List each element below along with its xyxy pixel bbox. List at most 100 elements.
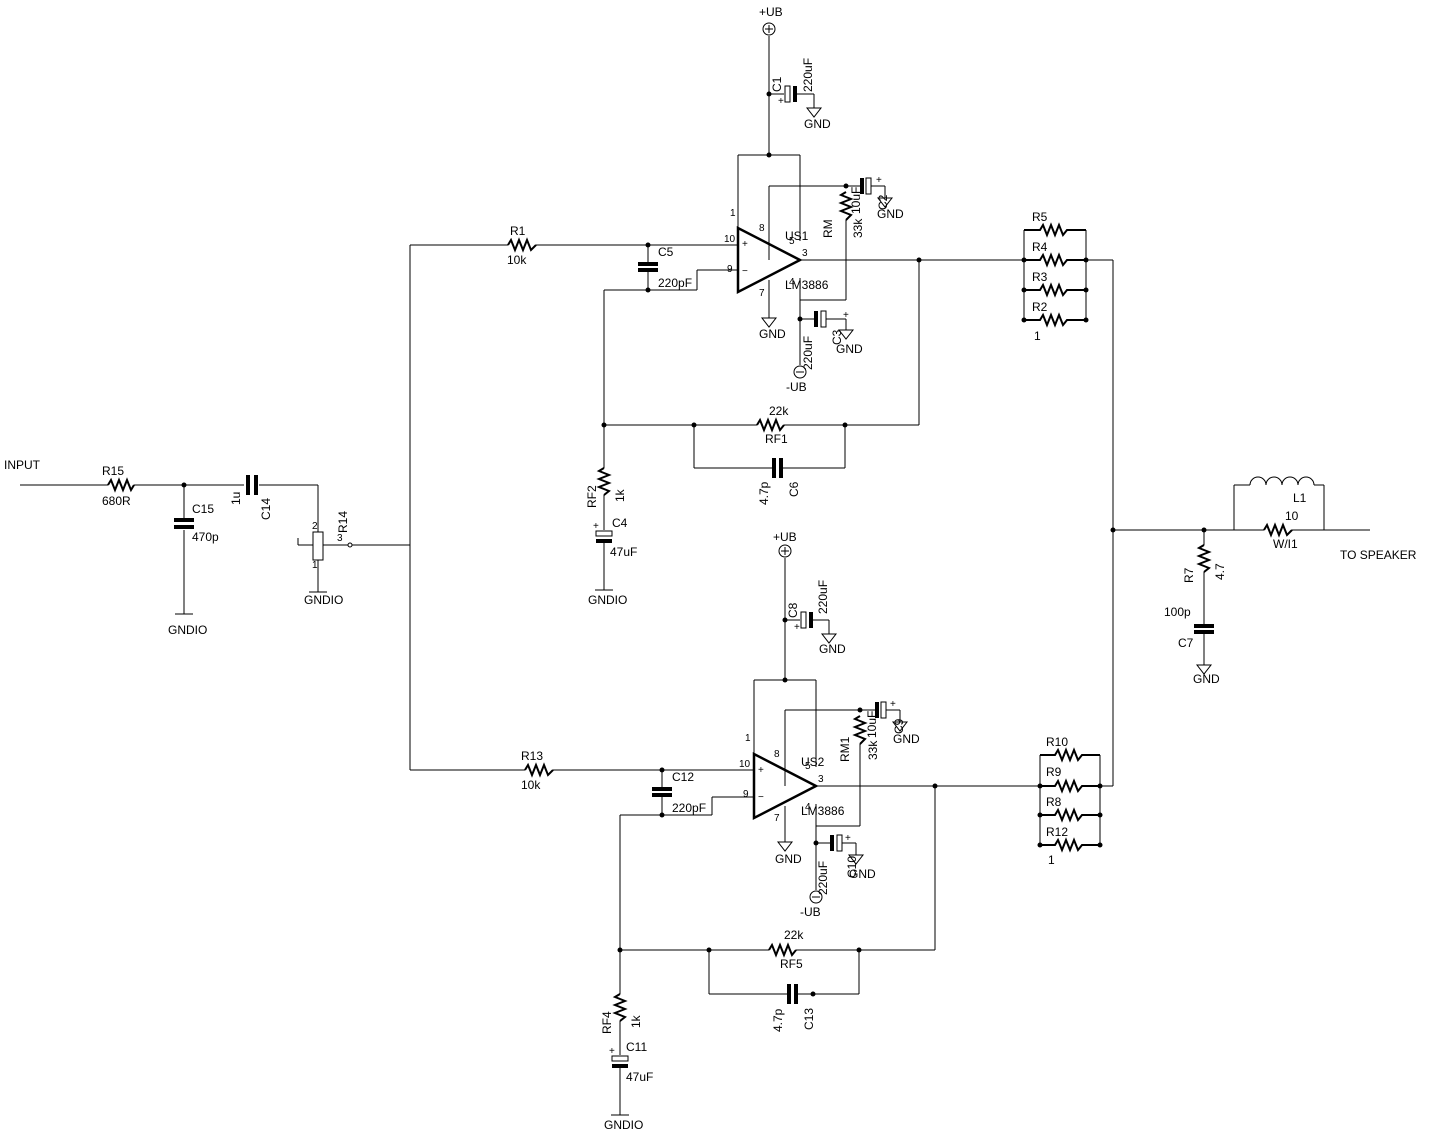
svg-text:GND: GND xyxy=(804,117,831,131)
label-supply-pos: +UB xyxy=(759,5,783,19)
svg-text:5: 5 xyxy=(805,761,811,772)
svg-text:1: 1 xyxy=(730,208,736,219)
resistor-r9 xyxy=(1040,778,1100,794)
resistor-r7 xyxy=(1196,544,1212,573)
input-bus xyxy=(409,244,525,771)
svg-text:33k: 33k xyxy=(851,218,865,238)
svg-text:1: 1 xyxy=(745,733,751,744)
ground-icon xyxy=(1195,664,1213,675)
svg-text:GND: GND xyxy=(819,642,846,656)
svg-text:C1: C1 xyxy=(770,76,784,92)
svg-text:C5: C5 xyxy=(658,245,674,259)
svg-text:10: 10 xyxy=(724,234,736,245)
resistor-rm xyxy=(838,191,854,221)
svg-text:10uF: 10uF xyxy=(849,187,863,214)
resistor-r2 xyxy=(1024,312,1086,328)
svg-text:C9: C9 xyxy=(892,718,906,734)
ground-icon xyxy=(820,633,838,644)
svg-text:+: + xyxy=(742,239,748,250)
supply-neg-icon xyxy=(809,890,823,904)
svg-text:GNDIO: GNDIO xyxy=(588,593,627,607)
svg-text:RF2: RF2 xyxy=(585,485,599,508)
svg-text:C10: C10 xyxy=(845,856,859,878)
svg-text:R9: R9 xyxy=(1046,765,1062,779)
svg-text:C6: C6 xyxy=(787,481,801,497)
svg-text:US1: US1 xyxy=(785,229,809,243)
svg-text:GND: GND xyxy=(1193,672,1220,686)
label-supply-neg: -UB xyxy=(786,380,807,394)
svg-text:3: 3 xyxy=(337,533,343,544)
resistor-r3 xyxy=(1024,282,1086,298)
resistor-r12 xyxy=(1040,837,1100,853)
label-input: INPUT xyxy=(4,458,41,472)
svg-text:R2: R2 xyxy=(1032,300,1048,314)
supply-neg-icon xyxy=(793,365,807,379)
labels: INPUT TO SPEAKER R15 680R C15 470p GNDIO… xyxy=(4,5,1417,1132)
capacitor-c1 xyxy=(784,85,791,103)
svg-text:9: 9 xyxy=(727,264,733,275)
label-c14-ref: C14 xyxy=(259,498,273,520)
ground-icon xyxy=(891,721,909,732)
svg-text:R12: R12 xyxy=(1046,825,1068,839)
svg-text:1k: 1k xyxy=(629,1014,643,1028)
resistor-r1 xyxy=(507,237,537,253)
svg-text:W/I1: W/I1 xyxy=(1273,537,1298,551)
ground-icon xyxy=(876,197,894,208)
svg-text:10k: 10k xyxy=(521,778,541,792)
resistor-r-l1 xyxy=(1263,522,1293,538)
svg-text:1: 1 xyxy=(1034,329,1041,343)
output-network xyxy=(1110,260,1370,786)
resistor-r10 xyxy=(1040,747,1100,763)
resistor-rf1 xyxy=(756,417,785,433)
svg-text:US2: US2 xyxy=(801,755,825,769)
svg-text:LM3886: LM3886 xyxy=(801,804,845,818)
resistor-r4 xyxy=(1024,252,1086,268)
ground-icon xyxy=(760,317,778,328)
svg-text:+: + xyxy=(843,310,849,321)
label-gndio: GNDIO xyxy=(304,593,343,607)
svg-text:GND: GND xyxy=(893,732,920,746)
ground-icon xyxy=(847,854,865,865)
supply-pos-icon xyxy=(762,22,776,36)
svg-text:220uF: 220uF xyxy=(801,336,815,370)
resistor-r13 xyxy=(524,762,554,778)
label-to-speaker: TO SPEAKER xyxy=(1340,548,1417,562)
svg-text:1k: 1k xyxy=(613,488,627,502)
ballast-top xyxy=(1021,222,1113,328)
svg-text:47uF: 47uF xyxy=(610,545,637,559)
svg-text:22k: 22k xyxy=(784,928,804,942)
capacitor-c8 xyxy=(800,611,807,629)
svg-text:+: + xyxy=(778,96,784,107)
svg-text:C4: C4 xyxy=(612,516,628,530)
svg-text:L1: L1 xyxy=(1293,491,1307,505)
svg-text:C2: C2 xyxy=(876,194,890,210)
svg-text:1: 1 xyxy=(312,560,318,571)
svg-text:4.7p: 4.7p xyxy=(757,481,771,505)
svg-text:220pF: 220pF xyxy=(658,276,692,290)
svg-text:10: 10 xyxy=(1285,509,1299,523)
capacitor-c3 xyxy=(820,310,827,328)
svg-text:4: 4 xyxy=(789,277,795,288)
supply-pos-icon xyxy=(778,544,792,558)
capacitor-c11 xyxy=(611,1055,629,1062)
svg-text:8: 8 xyxy=(759,223,765,234)
svg-text:+: + xyxy=(609,1046,615,1057)
resistor-r15 xyxy=(107,477,135,493)
svg-text:220uF: 220uF xyxy=(816,580,830,614)
label-c15-ref: C15 xyxy=(192,502,214,516)
resistor-rf4 xyxy=(612,993,628,1022)
svg-text:GNDIO: GNDIO xyxy=(604,1118,643,1132)
svg-text:+: + xyxy=(876,175,882,186)
svg-text:GND: GND xyxy=(775,852,802,866)
svg-text:47uF: 47uF xyxy=(626,1070,653,1084)
resistor-rm1 xyxy=(852,715,868,745)
label-c15-value: 470p xyxy=(192,530,219,544)
svg-text:1: 1 xyxy=(1048,853,1055,867)
svg-text:5: 5 xyxy=(789,236,795,247)
label-r15-value: 680R xyxy=(102,494,131,508)
input-stage xyxy=(20,475,410,615)
capacitor-c9 xyxy=(880,701,887,719)
label-c14-value: 1u xyxy=(229,492,243,505)
